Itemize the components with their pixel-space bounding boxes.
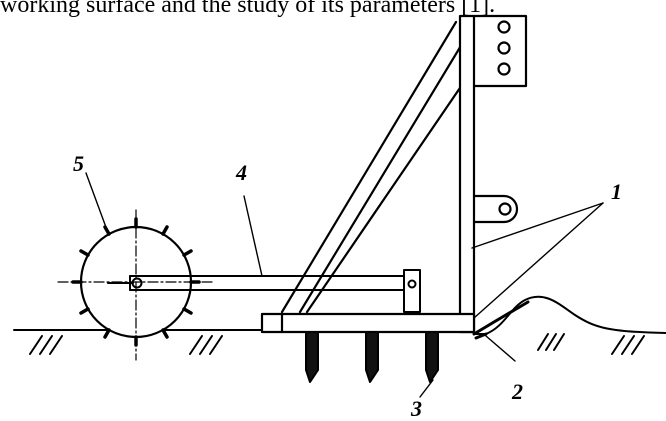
frame-beam — [260, 312, 476, 334]
blade — [472, 300, 530, 340]
label-tines: 3 — [411, 396, 422, 421]
label-frame: 1 — [611, 179, 622, 204]
tines — [305, 331, 439, 383]
frame-mast — [458, 14, 528, 334]
wheel-centerlines — [57, 209, 215, 361]
label-rod: 4 — [236, 160, 247, 185]
label-blade: 2 — [512, 379, 523, 404]
implement-diagram — [13, 14, 666, 398]
label-wheel: 5 — [73, 151, 84, 176]
leader-lines — [85, 172, 604, 398]
rod — [107, 269, 421, 313]
frame-braces — [280, 20, 466, 314]
caption-text: working surface and the study of its par… — [0, 0, 496, 18]
